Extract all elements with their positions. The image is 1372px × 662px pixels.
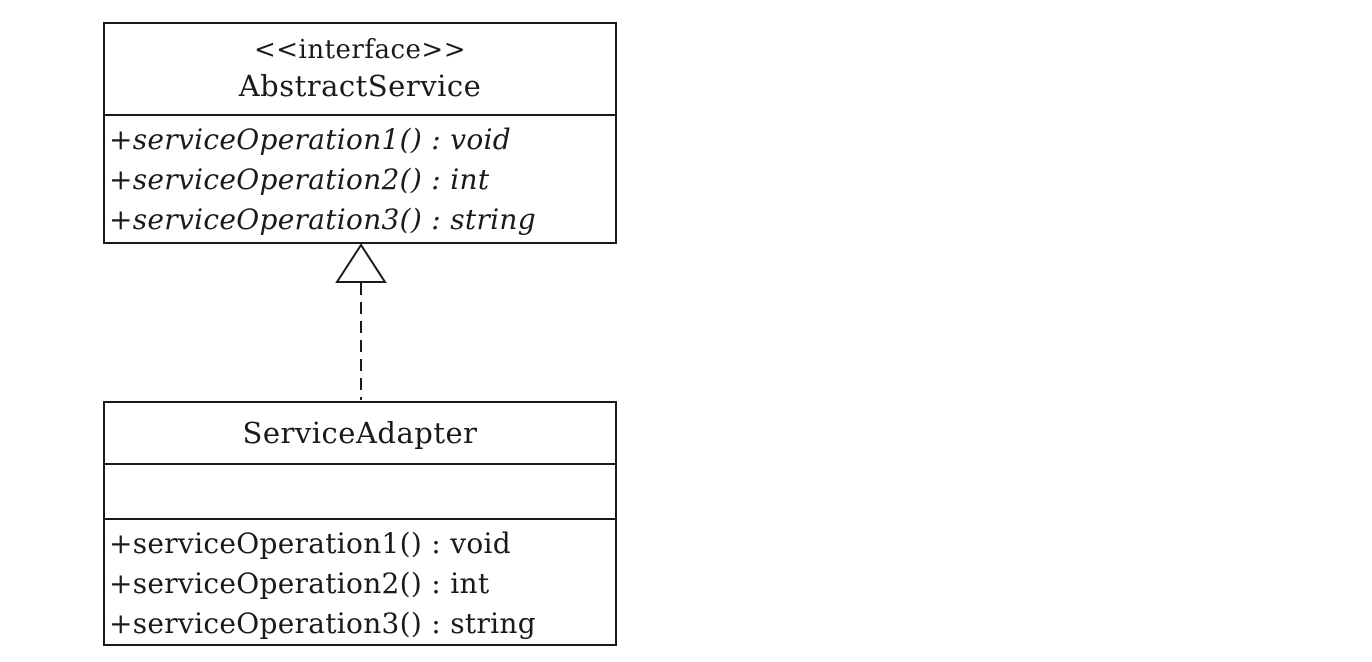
abstract-service-class-name: AbstractService: [238, 69, 482, 103]
class-name-compartment: <<interface>> AbstractService: [105, 24, 615, 114]
abstract-service-class-box: <<interface>> AbstractService +serviceOp…: [103, 22, 617, 244]
hollow-triangle-arrowhead: [335, 243, 387, 283]
operations-compartment: +serviceOperation1() : void +serviceOper…: [105, 114, 615, 240]
operation: +serviceOperation2() : int: [109, 567, 490, 600]
class-name-compartment: ServiceAdapter: [105, 403, 615, 463]
operations-compartment: +serviceOperation1() : void +serviceOper…: [105, 518, 615, 644]
service-adapter-class-box: ServiceAdapter +serviceOperation1() : vo…: [103, 401, 617, 646]
attributes-compartment: [105, 463, 615, 518]
interface-stereotype: <<interface>>: [253, 35, 467, 65]
service-adapter-class-name: ServiceAdapter: [242, 416, 478, 450]
operation: +serviceOperation1() : void: [109, 123, 511, 156]
operation: +serviceOperation3() : string: [109, 607, 536, 640]
operation: +serviceOperation3() : string: [109, 203, 536, 236]
operation: +serviceOperation1() : void: [109, 527, 511, 560]
operation: +serviceOperation2() : int: [109, 163, 490, 196]
